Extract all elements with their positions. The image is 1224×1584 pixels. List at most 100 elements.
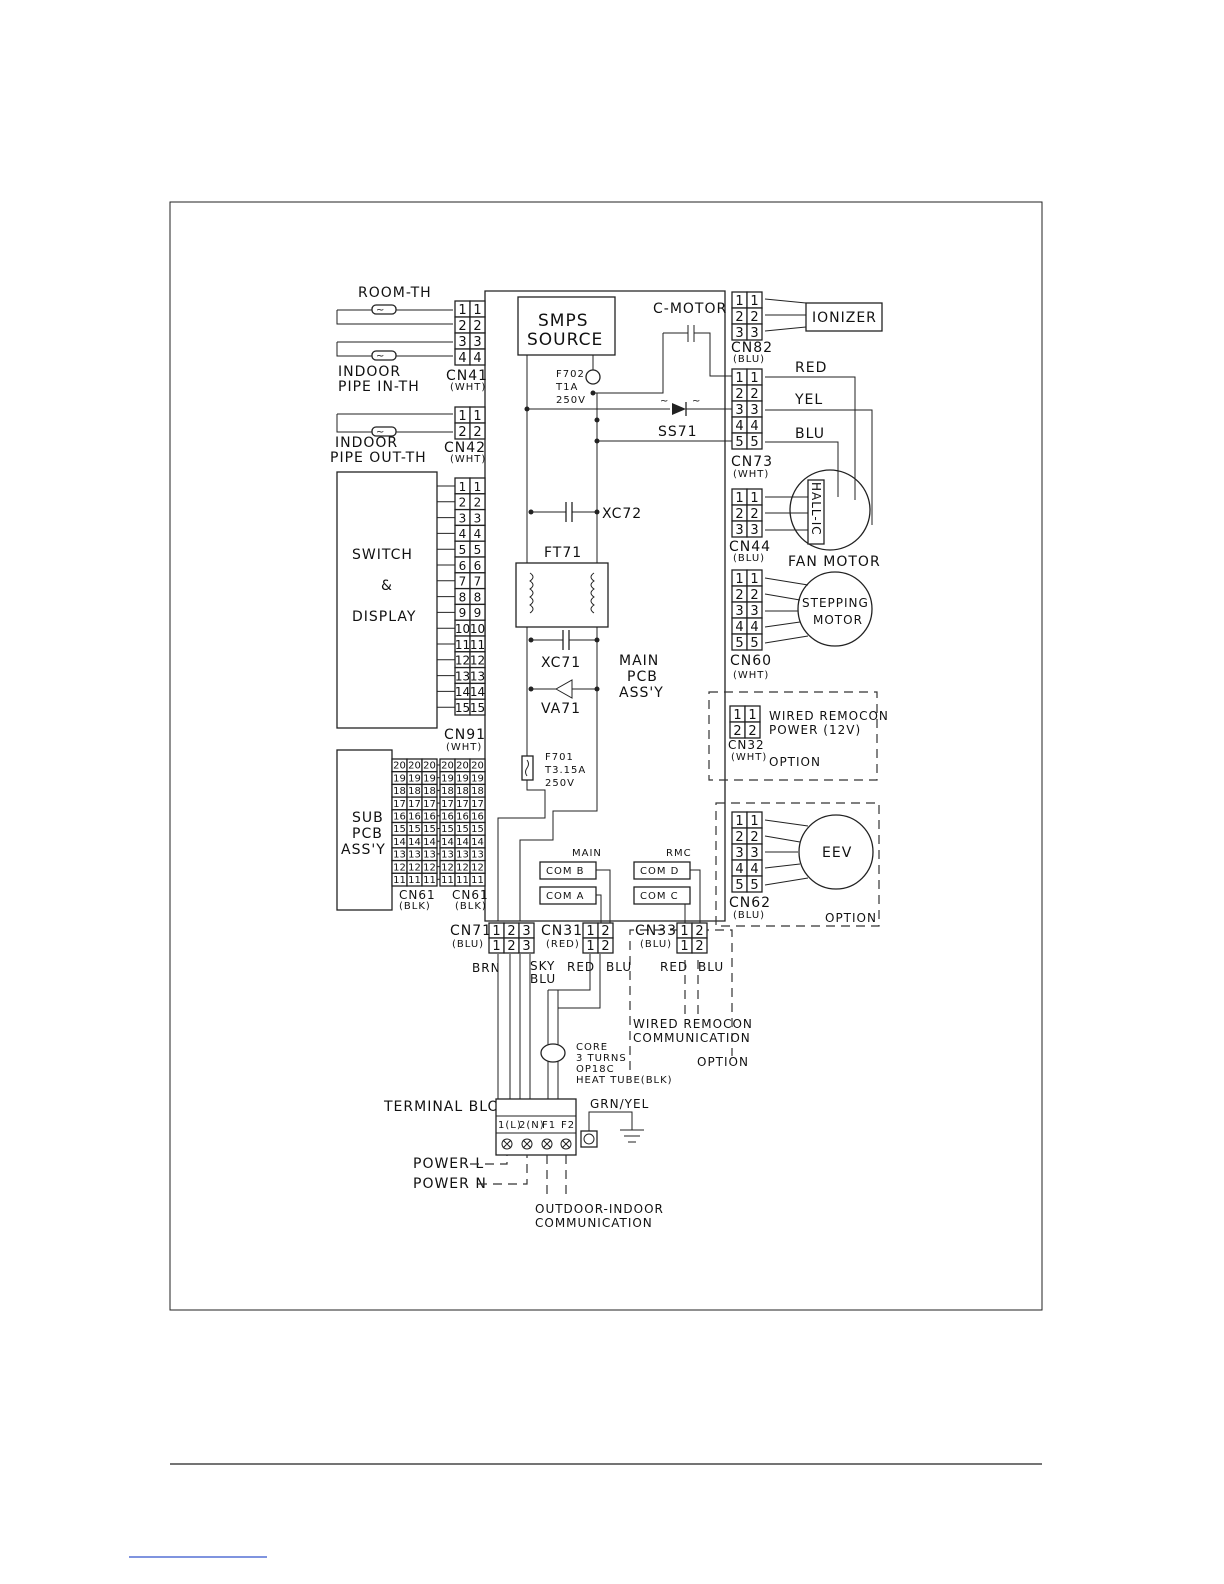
cn61b-pin-number: 16 [441,812,454,823]
cn44-pin-number: 2 [750,507,758,522]
cn61b-pin-number: 19 [471,773,484,784]
svg-text:BLU: BLU [530,972,556,986]
cn82-pin-number: 2 [735,310,743,325]
cn73-pin-box [746,432,763,450]
svg-text:CN32: CN32 [728,738,765,752]
svg-text:CN42: CN42 [444,440,486,456]
cn61b-pin-number: 13 [471,850,484,861]
svg-text:(BLK): (BLK) [455,901,487,912]
cn61b-pin-number: 17 [471,799,484,810]
cn61b-pin-number: 19 [456,773,469,784]
svg-text:250V: 250V [545,778,575,789]
cn60-pin-number: 1 [735,572,743,587]
cn61b-pin-number: 14 [456,837,469,848]
cn71-pin-number: 3 [522,924,530,939]
cn62-pin-number: 5 [750,878,758,893]
cn42-pin-number: 1 [473,409,481,424]
cn61b-pin-number: 20 [471,761,484,772]
cn91-pin-number: 12 [470,654,485,668]
cn61b-pin-number: 12 [441,862,454,873]
ground-terminal [580,1130,598,1148]
svg-text:IONIZER: IONIZER [812,310,877,326]
svg-text:XC71: XC71 [541,655,581,671]
cn61a-pin-number: 15 [408,824,421,835]
cn61a-pin-number: 19 [423,773,436,784]
cn61b-pin-number: 11 [456,875,469,886]
cn60-pin-number: 5 [735,636,743,651]
cn82-pin-number: 3 [750,326,758,341]
svg-text:CN82: CN82 [731,340,773,356]
cn91-pin-number: 15 [455,701,470,715]
cn41-pin-number: 4 [458,351,466,366]
svg-text:CN31: CN31 [541,923,583,939]
cn61a-pin-number: 14 [423,837,436,848]
cn91-pin-number: 13 [455,669,470,683]
svg-text:CN61: CN61 [452,888,489,902]
cn44-pin-number: 1 [735,491,743,506]
svg-text:INDOOR: INDOOR [335,435,398,451]
svg-text:(WHT): (WHT) [450,382,486,393]
svg-text:~: ~ [376,427,385,438]
svg-text:MOTOR: MOTOR [813,613,863,627]
cn60-pin-box [746,633,763,651]
cn62-pin-number: 4 [735,862,743,877]
svg-text:MAIN: MAIN [572,848,602,859]
svg-text:1(L): 1(L) [498,1120,522,1131]
svg-text:PIPE OUT-TH: PIPE OUT-TH [330,450,427,466]
svg-text:~: ~ [376,351,385,362]
cn61a-pin-number: 20 [408,761,421,772]
cn61b-pin-number: 14 [441,837,454,848]
diagram-border [169,201,1043,1311]
pcb-inner-trace [497,310,546,921]
cn61b-pin-number: 18 [441,786,454,797]
svg-text:F1: F1 [542,1120,556,1131]
svg-text:SKY: SKY [530,959,555,973]
svg-text:CN60: CN60 [730,653,772,669]
cn71-pin-number: 2 [507,924,515,939]
cn33-pin-number: 1 [680,939,688,954]
cn61a-pin-number: 12 [393,862,406,873]
svg-text:COM D: COM D [640,866,679,877]
svg-text:CN71: CN71 [450,923,492,939]
cn61b-pin-number: 15 [441,824,454,835]
svg-text:HALL-IC: HALL-IC [809,482,823,536]
svg-text:BRN: BRN [472,961,501,975]
cn61a-pin-number: 13 [423,850,436,861]
cn61b-pin-number: 16 [471,812,484,823]
cn61b-pin-number: 18 [471,786,484,797]
svg-text:INDOOR: INDOOR [338,364,401,380]
svg-text:YEL: YEL [794,392,823,408]
svg-text:BLU: BLU [698,960,724,974]
cn91-pin-number: 8 [474,590,482,604]
cn61b-pin-number: 19 [441,773,454,784]
svg-text:GRN/YEL: GRN/YEL [590,1097,649,1111]
svg-text:POWER L: POWER L [413,1156,484,1172]
cn73-pin-number: 4 [735,419,743,434]
svg-text:CN61: CN61 [399,888,436,902]
svg-text:~: ~ [692,396,701,407]
svg-text:CN73: CN73 [731,454,773,470]
cn62-pin-number: 1 [750,814,758,829]
cn91-pin-number: 14 [455,685,470,699]
cn91-pin-number: 5 [459,543,467,557]
f702-fuse-icon [585,369,601,385]
eev-circle [798,814,874,890]
cn71-pin-number: 1 [492,939,500,954]
svg-text:F702: F702 [556,369,585,380]
cn73-pin-number: 5 [750,435,758,450]
cn73-pin-number: 3 [735,403,743,418]
smps-source-box [517,296,616,356]
svg-text:(WHT): (WHT) [731,752,767,763]
cn33-pin-number: 2 [695,939,703,954]
svg-text:~: ~ [660,396,669,407]
cn91-pin-number: 12 [455,654,470,668]
svg-text:OPTION: OPTION [825,911,877,925]
svg-text:(BLU): (BLU) [640,939,672,950]
svg-text:POWER N: POWER N [413,1176,487,1192]
cn82-pin-number: 3 [735,326,743,341]
svg-text:(WHT): (WHT) [733,469,769,480]
cn61b-pin-number: 11 [471,875,484,886]
smps-label-1: SMPS [538,311,589,331]
cn61a-pin-number: 12 [408,862,421,873]
sub-pcb-box [336,749,393,911]
